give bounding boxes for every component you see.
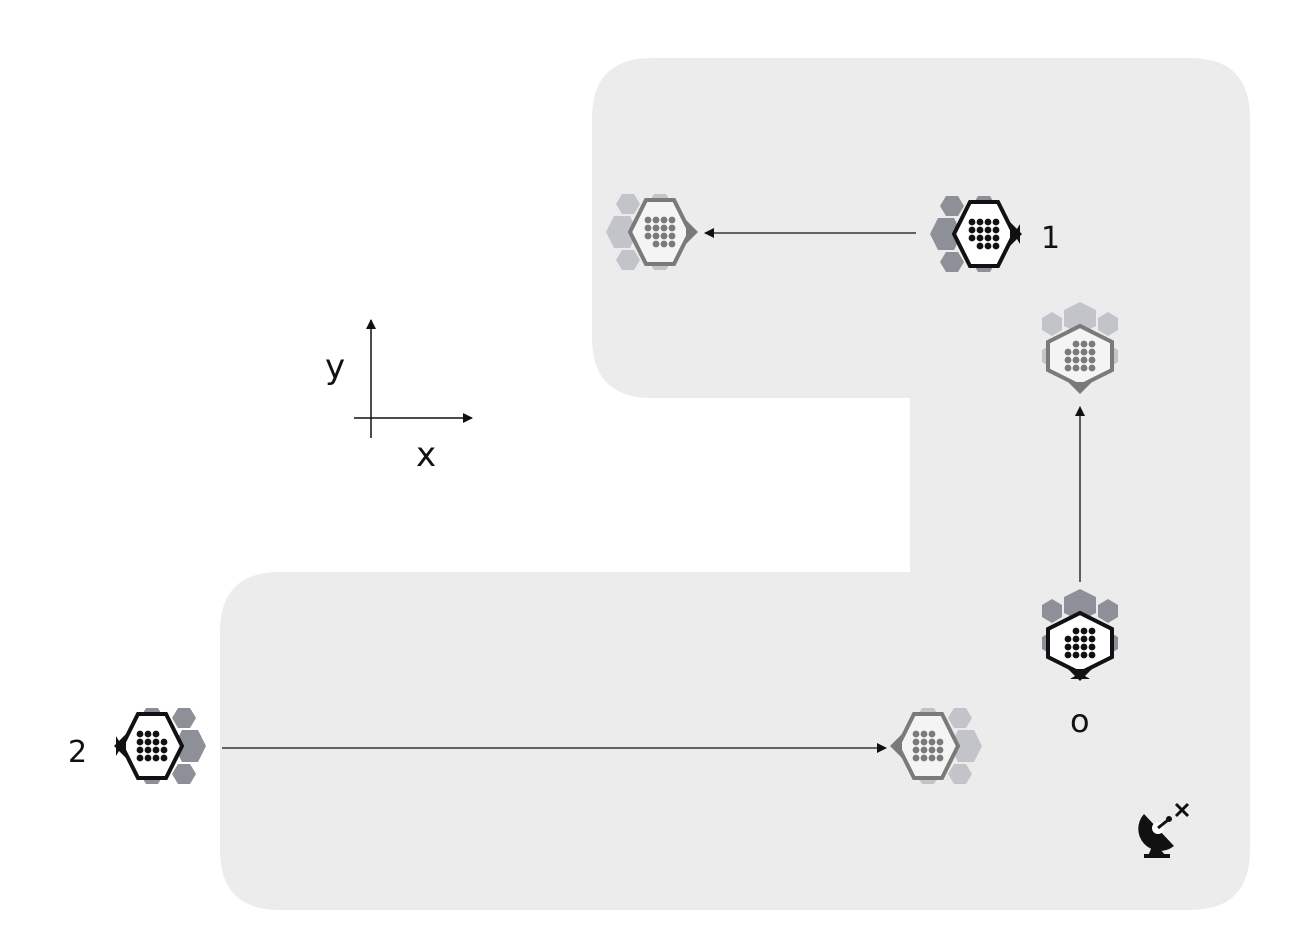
robot-2 [112,706,208,786]
robot-2-label: 2 [68,735,87,770]
robot-0-label: o [1070,702,1090,740]
x-axis-label: x [416,435,436,475]
y-axis-label: y [325,347,345,387]
workspace-region [220,58,1250,910]
satellite-dish-no-signal-icon [1138,802,1190,858]
robot-1-label: 1 [1041,221,1060,256]
axes-indicator: x y [325,319,473,475]
